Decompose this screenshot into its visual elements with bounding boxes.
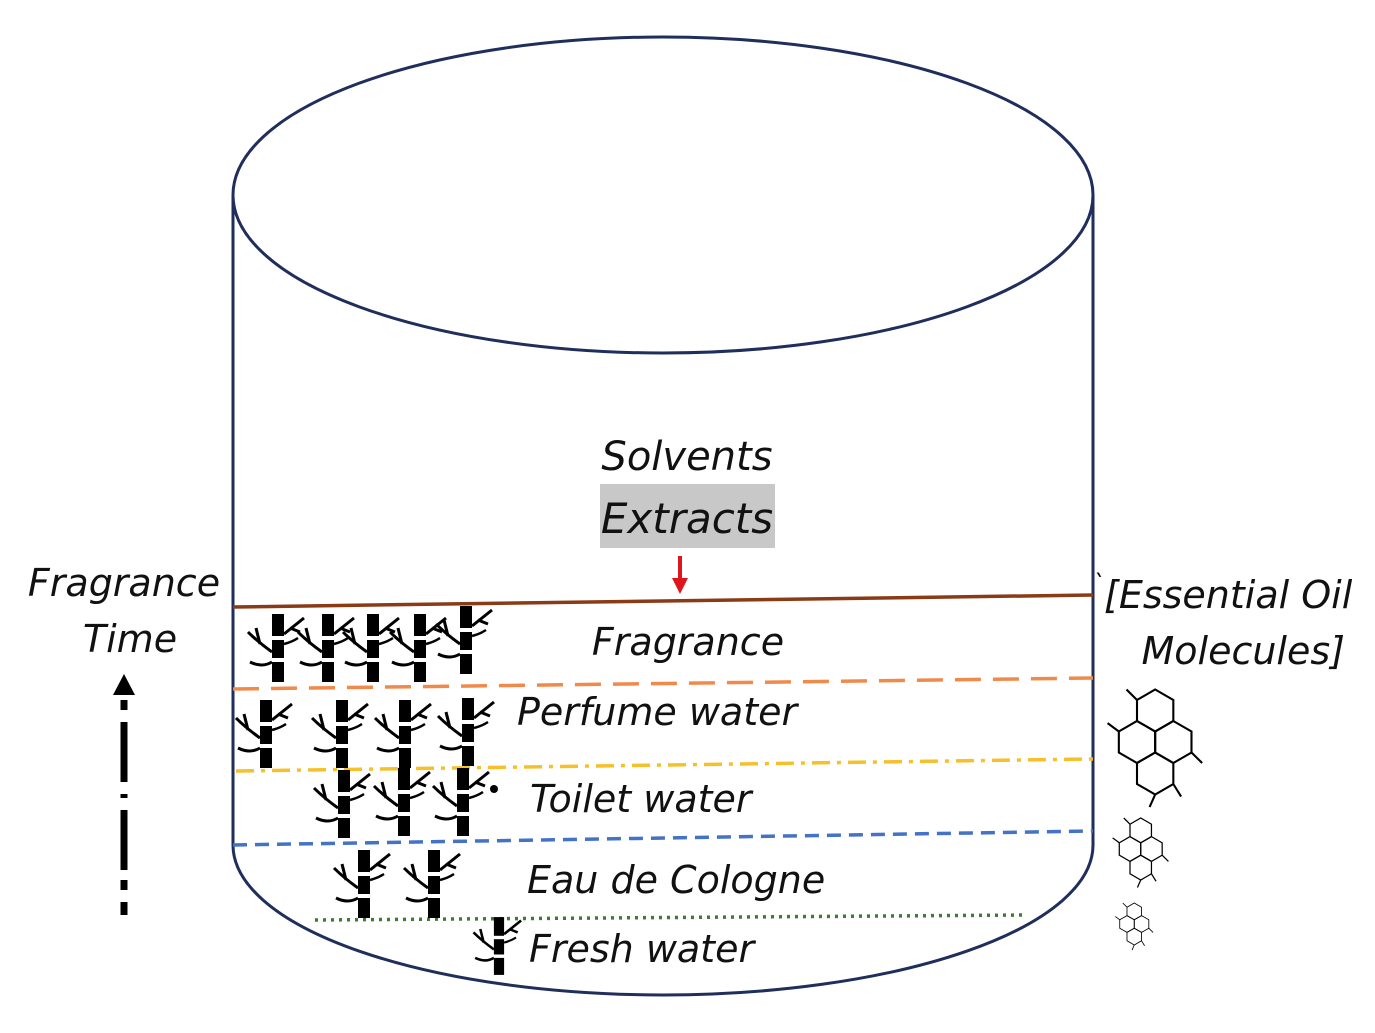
plant-group-eau-de-cologne: [332, 848, 462, 920]
up-arrow-icon: [113, 674, 135, 915]
hexagon-molecule-icon: [1112, 817, 1170, 889]
extracts-label: Extracts: [601, 494, 773, 543]
fresh-water-boundary-line: [314, 913, 1026, 922]
axis-label-line2: Time: [83, 617, 177, 661]
hexagon-molecule-icon: [1106, 688, 1204, 809]
down-arrow-icon: [672, 556, 688, 594]
bamboo-plant-icon: [310, 698, 370, 770]
molecules-label-line2: Molecules]: [1141, 629, 1345, 673]
bamboo-plant-icon: [434, 604, 494, 676]
plant-group-fresh-water: [472, 915, 523, 977]
toilet-water-boundary-line: [235, 757, 1094, 773]
bamboo-plant-icon: [436, 696, 496, 768]
fragrance-boundary-line: [232, 593, 1094, 609]
plant-group-perfume-water: [234, 696, 496, 770]
bamboo-plant-icon: [402, 848, 462, 920]
bamboo-plant-icon: [341, 612, 401, 684]
extracts-highlight: [600, 484, 775, 548]
axis-label-line1: Fragrance: [28, 561, 220, 605]
cylinder-body: [231, 195, 1095, 997]
layer-label-perfume-water: Perfume water: [517, 690, 799, 734]
bamboo-plant-icon: [312, 768, 372, 840]
layer-label-eau-de-cologne: Eau de Cologne: [527, 858, 825, 902]
bamboo-plant-icon: [246, 612, 306, 684]
layer-label-fresh-water: Fresh water: [529, 927, 756, 971]
hexagon-molecule-icon: [1114, 902, 1154, 951]
bamboo-plant-icon: [332, 848, 392, 920]
bamboo-plant-icon: [372, 766, 432, 838]
plant-group-toilet-water: [312, 766, 498, 840]
solvents-label: Solvents: [601, 434, 772, 480]
tick-mark: `: [1092, 570, 1104, 598]
bamboo-plant-icon: [431, 766, 491, 838]
cylinder-top: [231, 35, 1095, 355]
plant-group-fragrance: [246, 604, 494, 684]
molecules-label-line1: [Essential Oil: [1104, 573, 1353, 617]
bamboo-plant-icon: [234, 698, 294, 770]
perfume-water-boundary-line: [232, 676, 1094, 691]
layer-label-fragrance: Fragrance: [592, 620, 784, 664]
molecule-group: [1106, 688, 1204, 951]
eau-de-cologne-boundary-line: [232, 829, 1094, 847]
bamboo-plant-icon: [472, 915, 523, 977]
bamboo-plant-icon: [296, 612, 356, 684]
layer-label-toilet-water: Toilet water: [530, 777, 754, 821]
bamboo-plant-icon: [373, 698, 433, 770]
